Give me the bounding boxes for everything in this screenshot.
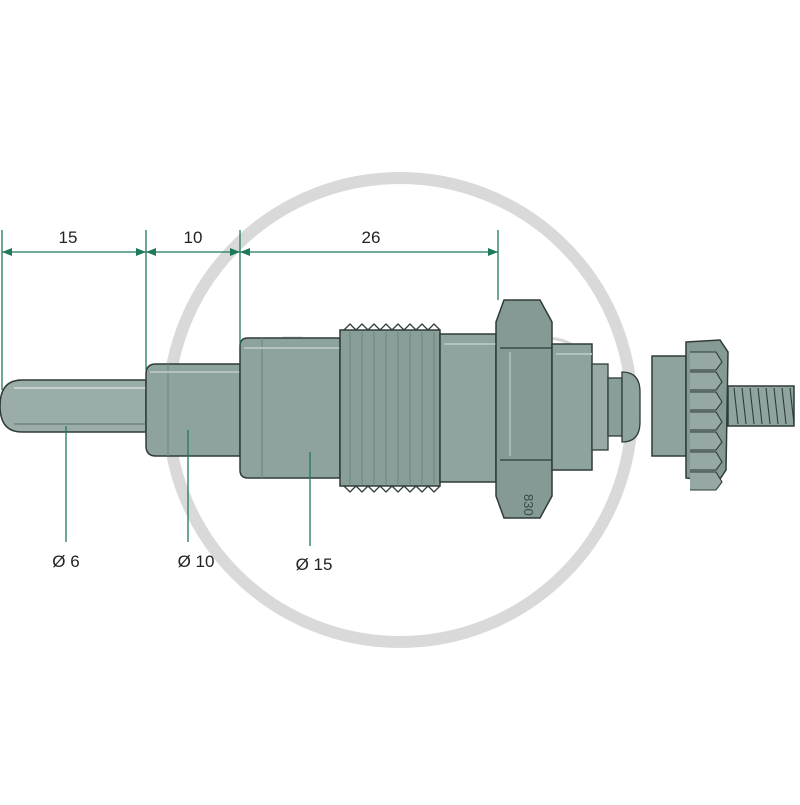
- thread-tooth: [367, 323, 381, 493]
- collar: [439, 333, 497, 483]
- glow-plug: 830: [0, 299, 795, 519]
- knurl-segment: [690, 351, 723, 371]
- diameter-label-1: Ø 6: [52, 552, 79, 571]
- knurl-segment: [690, 411, 723, 431]
- washer: [651, 355, 687, 457]
- thread-tooth: [391, 323, 405, 493]
- stud-thread-line: [781, 387, 787, 425]
- stud-thread-line: [757, 387, 763, 425]
- diameter-label-2: Ø 10: [178, 552, 215, 571]
- terminal-body: [551, 343, 593, 471]
- knurl-segment: [690, 471, 723, 491]
- thread-section: [339, 329, 441, 487]
- stud-thread-line: [749, 387, 755, 425]
- part-marking: 830: [521, 494, 536, 516]
- thread-tooth: [379, 323, 393, 493]
- sheath: [145, 363, 241, 457]
- stud-thread: [733, 387, 795, 425]
- stud-thread-line: [741, 387, 747, 425]
- stud-thread-line: [789, 387, 795, 425]
- thread-tooth: [403, 323, 417, 493]
- dimension-label-2: 10: [184, 228, 203, 247]
- thread-tooth: [343, 323, 357, 493]
- neck: [607, 377, 623, 437]
- knurl-segment: [690, 451, 723, 471]
- dimension-label-1: 15: [59, 228, 78, 247]
- stud-thread-line: [765, 387, 771, 425]
- heater-rod: [0, 379, 147, 433]
- knurl-segment: [690, 431, 723, 451]
- thread-tooth: [415, 323, 429, 493]
- neck-ring: [621, 371, 641, 443]
- hex-nut: [495, 299, 553, 519]
- body-shank: [239, 337, 341, 479]
- thread-teeth: [343, 323, 441, 493]
- thread-tooth: [427, 323, 441, 493]
- insulator: [591, 363, 609, 451]
- diameter-label-3: Ø 15: [296, 555, 333, 574]
- stud-thread-line: [733, 387, 739, 425]
- thread-tooth: [355, 323, 369, 493]
- knurl-segment: [690, 391, 723, 411]
- dimensions: [1, 230, 499, 546]
- dimension-label-3: 26: [362, 228, 381, 247]
- knurl-pattern: [690, 351, 723, 491]
- stud-thread-line: [773, 387, 779, 425]
- knurl-segment: [690, 371, 723, 391]
